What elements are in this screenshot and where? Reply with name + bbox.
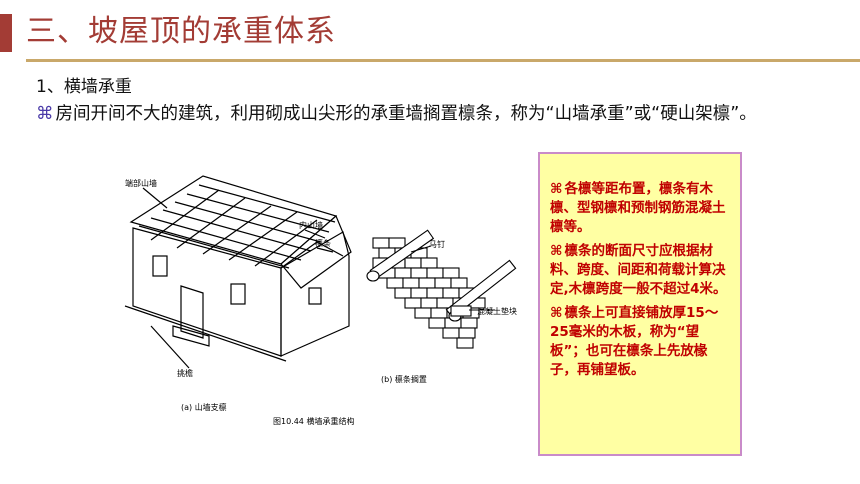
slide-title: 三、坡屋顶的承重体系 [26,14,336,49]
label-purlin: 檩条 [315,238,331,248]
bullet-icon: ⌘ [550,305,563,321]
bullet-icon: ⌘ [550,243,563,259]
note-item: ⌘檩条上可直接铺放厚15～25毫米的木板，称为“望板”；也可在檩条上先放椽子，再… [550,305,719,378]
label-eave: 挑檐 [177,368,193,378]
title-divider [26,59,860,62]
purlin-notes-box: ⌘各檩等距布置，檩条有木檩、型钢檩和预制钢筋混凝土檩等。 ⌘檩条的断面尺寸应根据… [538,152,742,456]
intro-text: 房间开间不大的建筑，利用砌成山尖形的承重墙搁置檩条，称为“山墙承重”或“硬山架檩… [55,104,757,124]
caption-b: (b) 檩条搁置 [381,374,427,384]
label-block: 混凝土垫块 [477,306,517,316]
intro-paragraph: ⌘房间开间不大的建筑，利用砌成山尖形的承重墙搁置檩条，称为“山墙承重”或“硬山架… [36,101,796,127]
label-nail: 马钉 [429,239,445,249]
figure-caption: 图10.44 横墙承重结构 [273,416,354,426]
title-accent-bar [0,14,12,52]
figure-drawing: 端部山墙 内山墙 檩条 挑檐 (a) 山墙支檩 [124,175,517,426]
label-end-gable: 端部山墙 [125,178,157,188]
bullet-icon: ⌘ [36,104,54,124]
roof-structure-figure: 端部山墙 内山墙 檩条 挑檐 (a) 山墙支檩 [111,156,529,428]
caption-a: (a) 山墙支檩 [181,402,227,412]
section-heading: 1、横墙承重 [36,77,132,97]
note-item: ⌘檩条的断面尺寸应根据材料、跨度、间距和荷载计算决定,木檩跨度一般不超过4米。 [550,243,727,297]
label-inner-gable: 内山墙 [299,220,323,230]
bullet-icon: ⌘ [550,181,563,197]
note-item: ⌘各檩等距布置，檩条有木檩、型钢檩和预制钢筋混凝土檩等。 [550,181,726,235]
